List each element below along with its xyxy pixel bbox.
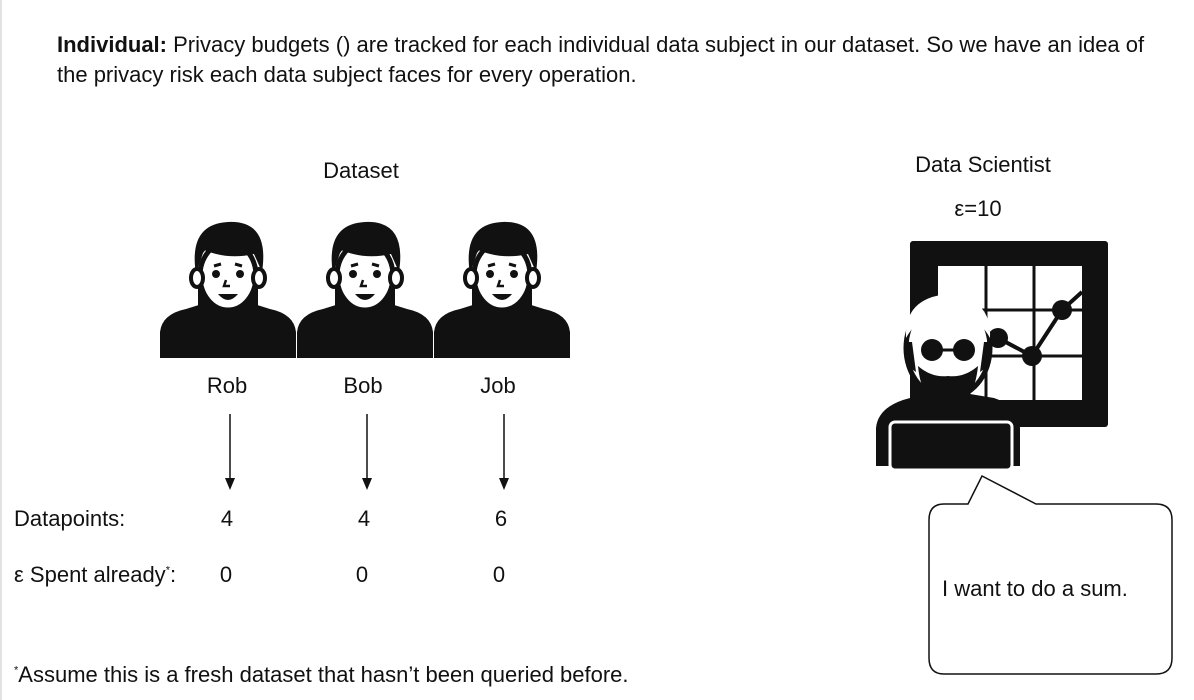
epsilon-spent-colon: : — [169, 562, 177, 587]
dataset-people-group — [158, 214, 578, 364]
speech-bubble — [928, 474, 1173, 675]
person-name-bob: Bob — [343, 373, 383, 398]
datapoints-rob: 4 — [220, 506, 234, 531]
person-name-rob: Rob — [206, 373, 248, 398]
data-flow-arrows — [225, 414, 509, 490]
intro-text: Privacy budgets () are tracked for each … — [57, 32, 1145, 87]
intro-paragraph: Individual: Privacy budgets () are track… — [57, 30, 1167, 90]
epsilon-spent-text: ε Spent already — [14, 562, 166, 587]
person-rob-icon — [160, 222, 296, 358]
epsilon-spent-footnote-mark: * — [165, 564, 170, 577]
person-job-icon — [434, 222, 570, 358]
datapoints-bob: 4 — [357, 506, 371, 531]
footnote: *Assume this is a fresh dataset that has… — [14, 662, 629, 688]
datapoints-label: Datapoints: — [14, 506, 126, 531]
arrow-down-icon — [362, 414, 372, 490]
laptop-icon — [888, 420, 1014, 472]
person-name-job: Job — [480, 373, 516, 398]
datapoints-job: 6 — [494, 506, 508, 531]
epsilon-spent-job: 0 — [492, 562, 506, 587]
data-scientist-epsilon: ε=10 — [954, 196, 1002, 221]
epsilon-spent-bob: 0 — [355, 562, 369, 587]
data-scientist-icon — [876, 241, 1108, 472]
person-bob-icon — [297, 222, 433, 358]
epsilon-spent-rob: 0 — [219, 562, 233, 587]
footnote-mark: * — [14, 664, 19, 677]
footnote-text: Assume this is a fresh dataset that hasn… — [18, 662, 629, 687]
intro-bold-term: Individual: — [57, 32, 167, 57]
data-scientist-title: Data Scientist — [915, 152, 1051, 177]
dataset-title: Dataset — [323, 158, 399, 183]
epsilon-spent-label: ε Spent already*: — [14, 562, 176, 588]
arrow-down-icon — [225, 414, 235, 490]
left-edge-rule — [0, 0, 2, 700]
speech-bubble-text: I want to do a sum. — [942, 576, 1128, 601]
arrow-down-icon — [499, 414, 509, 490]
